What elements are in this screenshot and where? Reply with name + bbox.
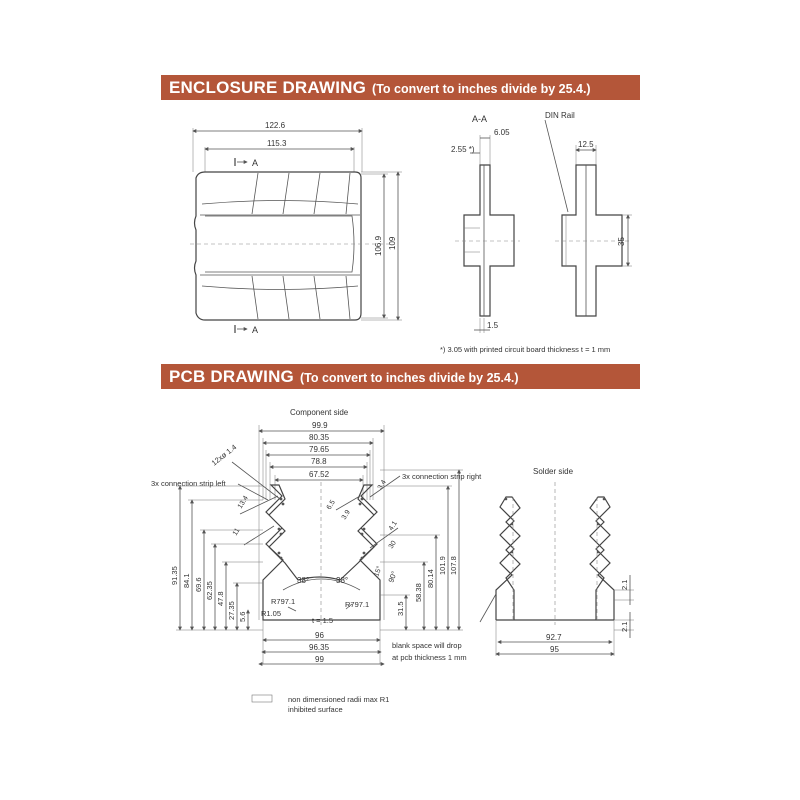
dim-58-38: 58.38: [414, 583, 423, 602]
dim-69-6: 69.6: [194, 577, 203, 592]
dim-101-9: 101.9: [438, 556, 447, 575]
enclosure-front-view: 122.6 115.3 A A: [190, 121, 402, 335]
corner-radius: R1.05: [261, 609, 281, 618]
dim-96-35: 96.35: [309, 643, 330, 652]
pitch-right-a: 6.5: [326, 499, 337, 511]
pitch-right-c: 4.1: [388, 520, 399, 532]
section-marker-bottom: A: [252, 325, 258, 335]
dim-95: 95: [550, 645, 559, 654]
dim-79-65: 79.65: [309, 445, 330, 454]
dim-91-35: 91.35: [170, 566, 179, 585]
enclosure-subtitle: (To convert to inches divide by 25.4.): [372, 82, 591, 96]
pcb-banner: PCB DRAWING (To convert to inches divide …: [161, 364, 640, 389]
dim-99-9: 99.9: [312, 421, 328, 430]
din-rail-label: DIN Rail: [545, 111, 575, 120]
angle-left: 38°: [297, 576, 309, 585]
enclosure-title: ENCLOSURE DRAWING: [169, 78, 367, 97]
radius-left: R797.1: [271, 597, 295, 606]
dim-106-9: 106.9: [374, 235, 383, 256]
dim-31-5: 31.5: [396, 601, 405, 616]
dim-47-8: 47.8: [216, 591, 225, 606]
dim-27-35: 27.35: [227, 601, 236, 620]
section-footnote: *) 3.05 with printed circuit board thick…: [440, 345, 610, 354]
pcb-component-side: Component side 99.9 80.35 79.65 78.8 67.…: [151, 408, 482, 666]
dim-109: 109: [388, 236, 397, 250]
dim-92-7: 92.7: [546, 633, 562, 642]
dim-2-55: 2.55 *): [451, 145, 475, 154]
dim-84-1: 84.1: [182, 573, 191, 588]
dim-78-8: 78.8: [311, 457, 327, 466]
dim-80-14: 80.14: [426, 569, 435, 588]
legend-line2: inhibited surface: [288, 705, 343, 714]
note-line1: blank space will drop: [392, 641, 462, 650]
dim-115-3: 115.3: [267, 139, 287, 148]
enclosure-banner: ENCLOSURE DRAWING (To convert to inches d…: [161, 75, 640, 100]
dim-side-b: 2.1: [620, 622, 629, 632]
dim-side-a: 2.1: [620, 580, 629, 590]
dim-12-5: 12.5: [578, 140, 594, 149]
dim-35: 35: [617, 237, 626, 246]
strip-right-label: 3x connection strip right: [402, 472, 482, 481]
dim-107-8: 107.8: [449, 556, 458, 575]
dim-67-52: 67.52: [309, 470, 330, 479]
dim-99: 99: [315, 655, 324, 664]
thickness-label: t = 1.5: [312, 616, 333, 625]
section-a-a: A-A 6.05 2.55 *) 1.5 DIN Rail 12.5 35: [440, 111, 632, 354]
pcb-title: PCB DRAWING: [169, 367, 294, 386]
dim-6-05: 6.05: [494, 128, 510, 137]
pitch-right-b: 3.9: [341, 509, 352, 521]
component-side-label: Component side: [290, 408, 349, 417]
legend-line1: non dimensioned radii max R1: [288, 695, 389, 704]
radius-right: R797.1: [345, 600, 369, 609]
pitch-left-b: 11: [232, 527, 242, 537]
section-marker-top: A: [252, 158, 258, 168]
angle-right: 38°: [336, 576, 348, 585]
pcb-subtitle: (To convert to inches divide by 25.4.): [299, 371, 519, 385]
dim-5-6: 5.6: [238, 612, 247, 622]
legend: non dimensioned radii max R1 inhibited s…: [251, 694, 389, 714]
dim-1-5: 1.5: [487, 321, 499, 330]
dim-80-35: 80.35: [309, 433, 330, 442]
dim-96: 96: [315, 631, 324, 640]
section-label: A-A: [472, 114, 487, 124]
dim-62-35: 62.35: [205, 581, 214, 600]
legend-swatch: [251, 694, 273, 703]
angle-90: 90°: [386, 570, 398, 584]
pitch-right-d: 3.4: [377, 479, 388, 491]
small-angle: 15°: [372, 565, 383, 578]
dim-122-6: 122.6: [265, 121, 286, 130]
note-line2: at pcb thickness 1 mm: [392, 653, 467, 662]
pitch-left-a: 13.4: [237, 495, 250, 510]
solder-side-label: Solder side: [533, 467, 574, 476]
pitch-right-e: 30: [388, 540, 398, 550]
strip-left-label: 3x connection strip left: [151, 479, 227, 488]
pcb-solder-side: Solder side 2.1 2.1 92.7 95 blank space …: [392, 467, 634, 662]
